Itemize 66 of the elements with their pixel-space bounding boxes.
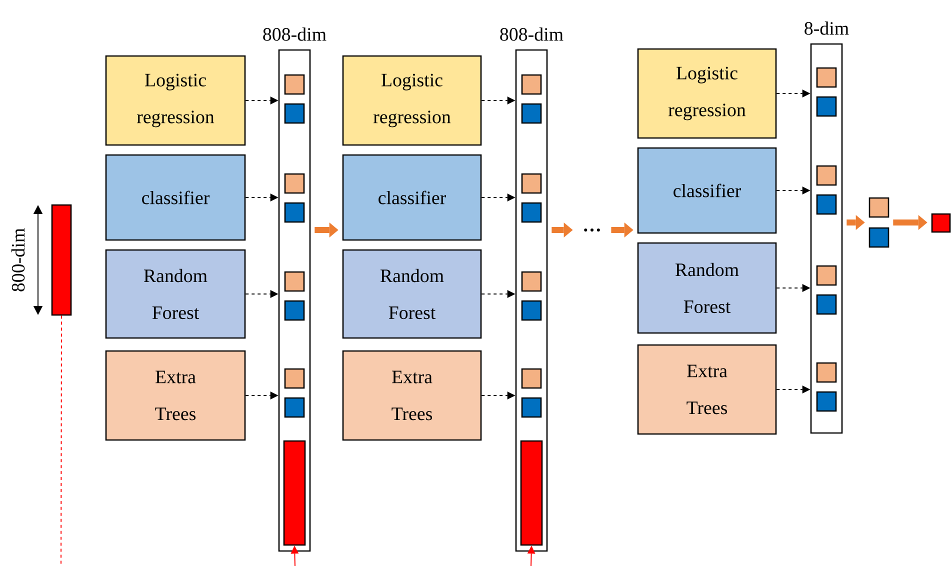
- output-square: [521, 202, 542, 223]
- feature-bar: [520, 440, 543, 546]
- arrow: [893, 215, 928, 230]
- arrow: [481, 290, 516, 298]
- arrow: [245, 194, 278, 202]
- output-square: [284, 103, 305, 124]
- classifier-box: Logistic regression: [637, 48, 777, 139]
- dimension-label: 808-dim: [500, 28, 564, 41]
- output-square: [284, 368, 305, 389]
- arrow: [776, 186, 810, 194]
- arrow: [481, 392, 516, 400]
- classifier-box: Extra Trees: [105, 350, 246, 441]
- feature-bar: [51, 204, 72, 316]
- output-square: [931, 213, 951, 233]
- classifier-box: Logistic regression: [342, 55, 482, 146]
- output-square: [521, 300, 542, 321]
- output-square: [284, 271, 305, 292]
- ellipsis: …: [584, 228, 600, 232]
- output-square: [816, 165, 837, 186]
- classifier-box: Extra Trees: [637, 344, 777, 435]
- arrow: [314, 222, 338, 238]
- output-square: [284, 300, 305, 321]
- arrow: [776, 284, 810, 292]
- feature-bar: [283, 440, 306, 546]
- arrow: [527, 546, 536, 566]
- classifier-box: classifier: [637, 147, 777, 234]
- arrow: [245, 290, 278, 298]
- arrow: [481, 194, 516, 202]
- output-square: [284, 173, 305, 194]
- output-square: [816, 96, 837, 117]
- output-square: [521, 397, 542, 418]
- dimension-label: 808-dim: [263, 28, 326, 41]
- output-square: [521, 173, 542, 194]
- output-square: [521, 103, 542, 124]
- arrow: [552, 222, 573, 238]
- output-square: [816, 265, 837, 286]
- output-square: [284, 397, 305, 418]
- classifier-box: classifier: [105, 154, 246, 241]
- classifier-box: Extra Trees: [342, 350, 482, 441]
- output-square: [816, 67, 837, 88]
- output-square: [868, 197, 890, 218]
- classifier-box: Logistic regression: [105, 55, 246, 146]
- output-square: [816, 391, 837, 412]
- classifier-box: Random Forest: [637, 242, 777, 334]
- arrow: [611, 222, 634, 238]
- arrow: [245, 392, 278, 400]
- arrow: [776, 386, 810, 394]
- output-square: [284, 202, 305, 223]
- output-square: [284, 74, 305, 95]
- dimension-label: 8-dim: [804, 22, 849, 35]
- arrow: [776, 90, 810, 98]
- arrow: [481, 96, 516, 104]
- output-square: [521, 368, 542, 389]
- output-square: [521, 74, 542, 95]
- output-square: [816, 194, 837, 215]
- output-square: [816, 362, 837, 383]
- output-square: [521, 271, 542, 292]
- classifier-box: Random Forest: [342, 249, 482, 339]
- output-square: [816, 294, 837, 315]
- dimension-label: 800-dim: [11, 228, 25, 292]
- classifier-box: classifier: [342, 154, 482, 241]
- output-square: [868, 227, 890, 248]
- arrow: [245, 96, 278, 104]
- arrow: [846, 215, 865, 230]
- arrow: [290, 546, 299, 566]
- classifier-box: Random Forest: [105, 249, 246, 339]
